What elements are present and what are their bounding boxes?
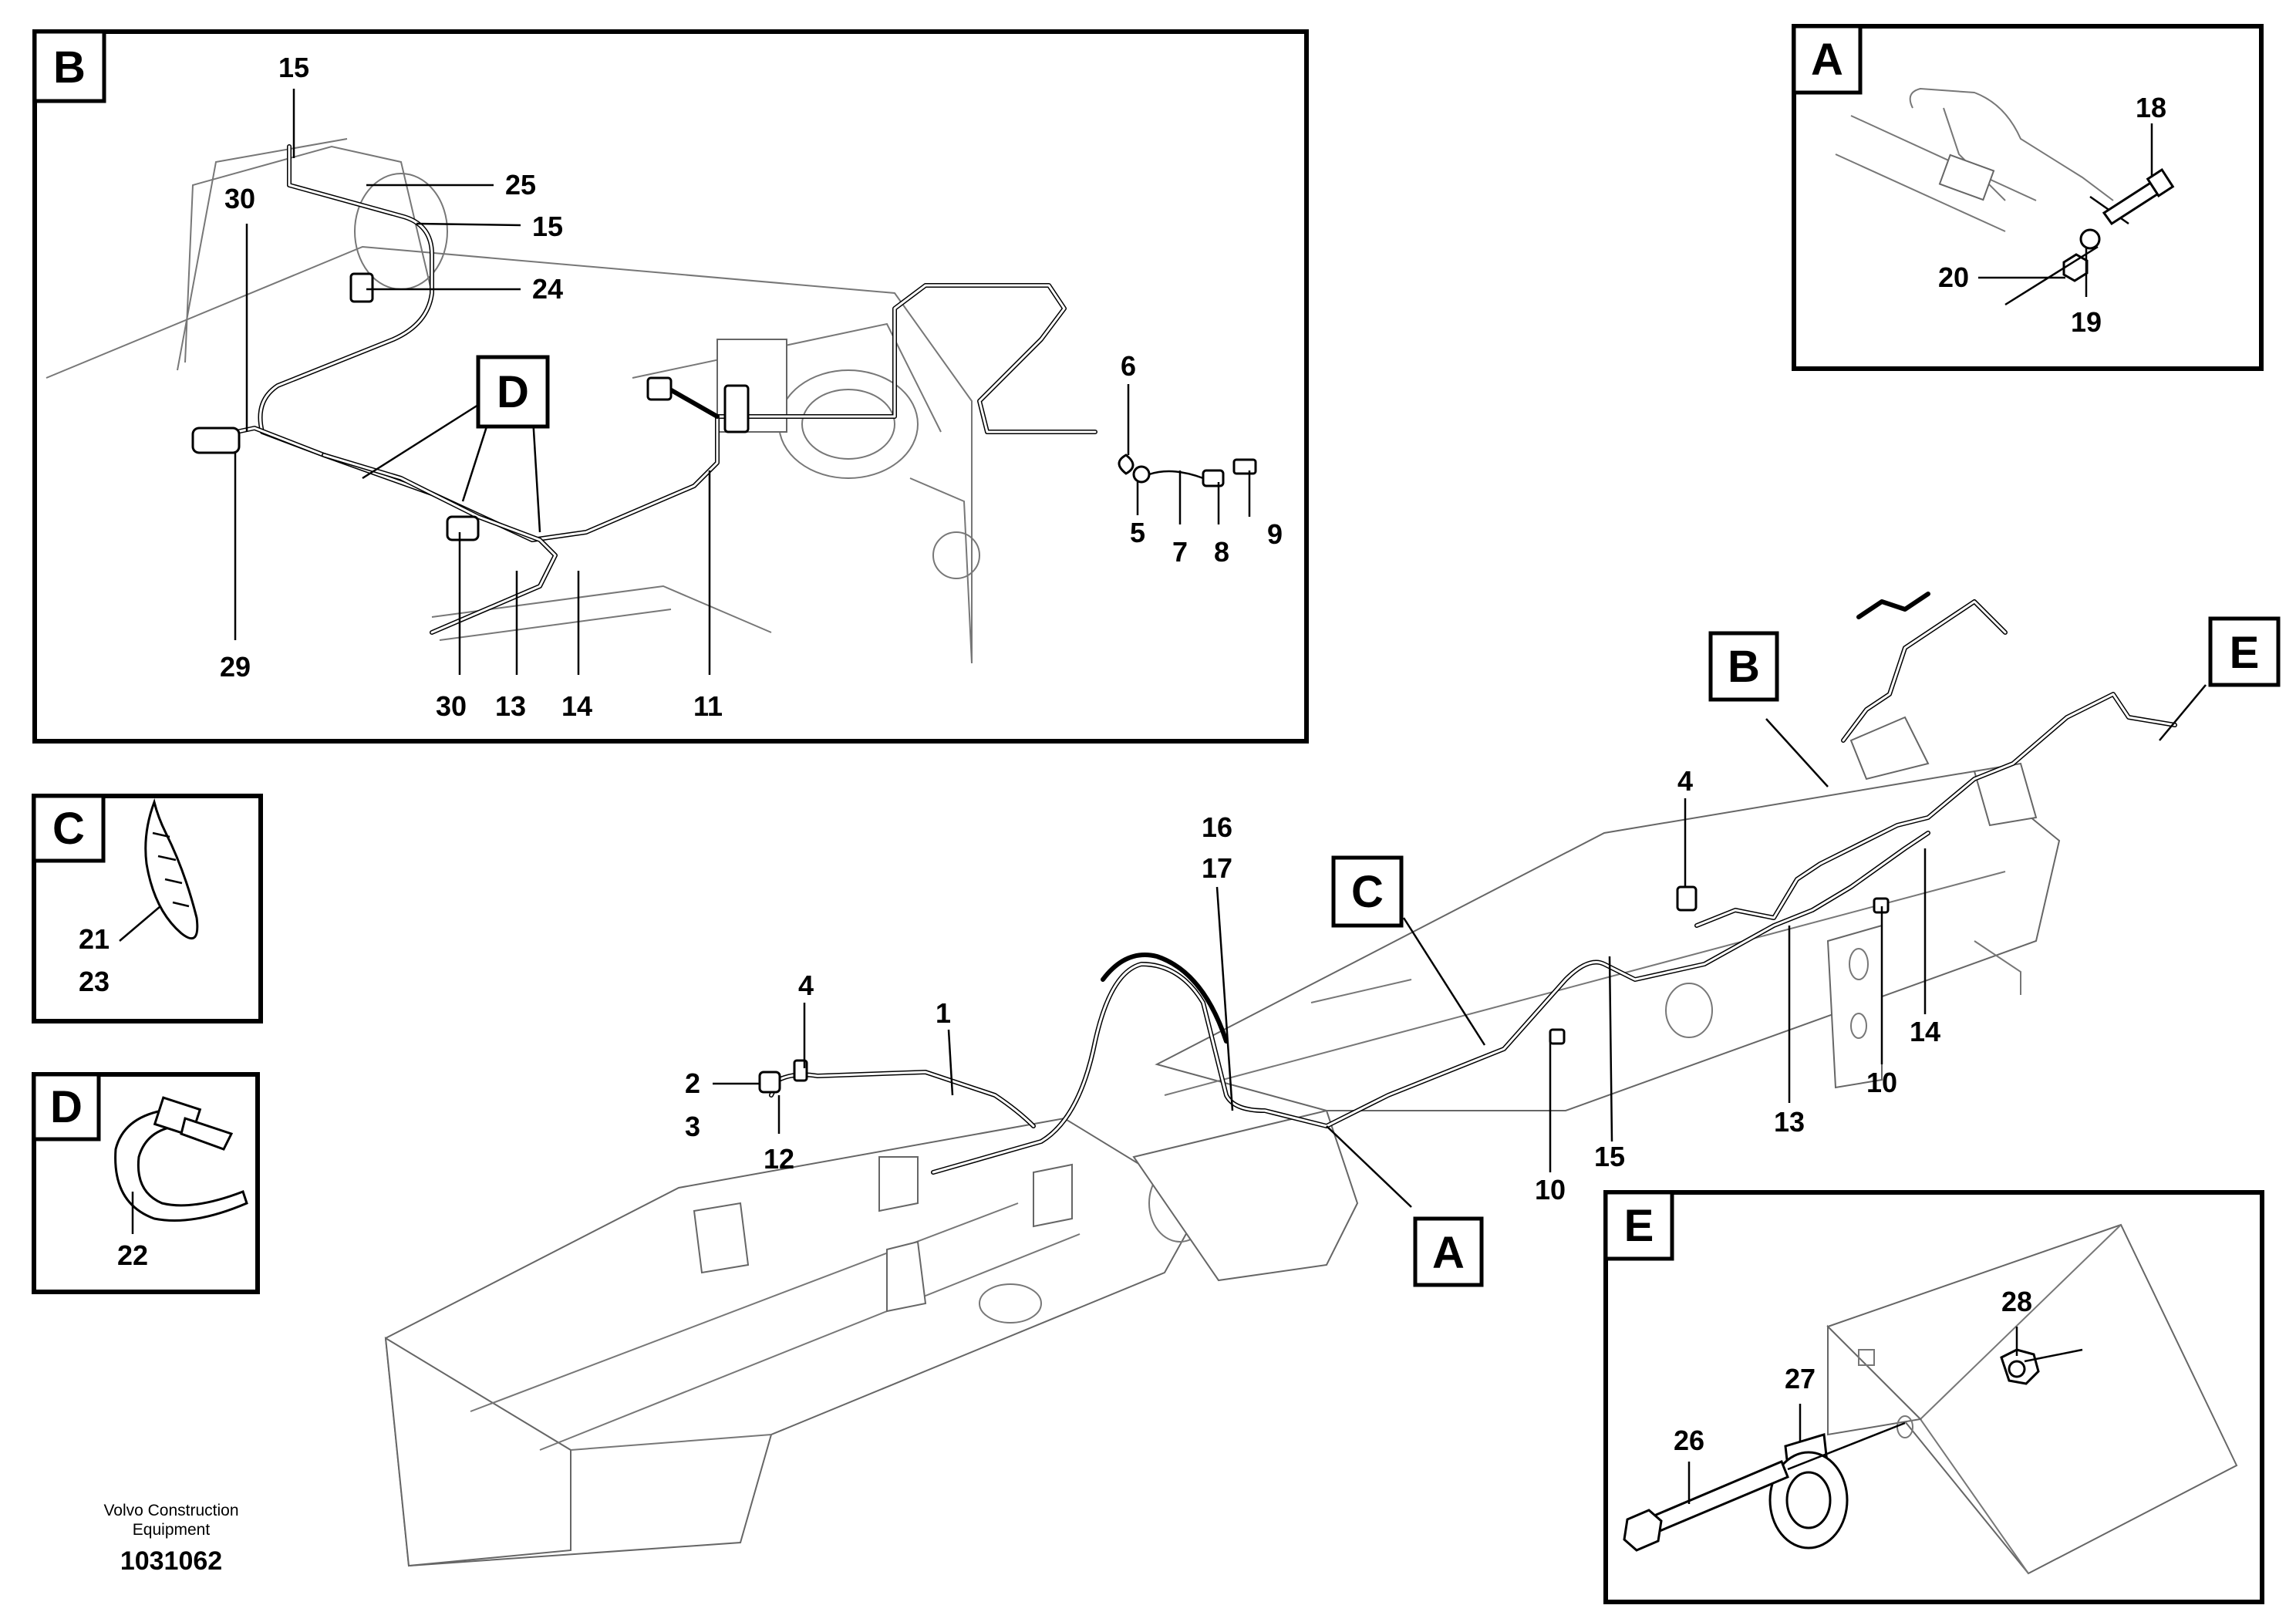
callout-a-18: 18	[2136, 92, 2166, 123]
callout-main-4-right: 4	[1677, 765, 1693, 797]
panel-b-harness	[191, 144, 1257, 635]
callout-e-26: 26	[1674, 1425, 1704, 1456]
main-leaders	[713, 684, 2207, 1208]
panel-c-letter: C	[52, 804, 85, 854]
main-tag-e-letter: E	[2230, 628, 2260, 678]
main-tag-c-letter: C	[1351, 867, 1384, 917]
callout-main-14: 14	[1910, 1016, 1940, 1047]
panel-e-frame-tag	[1603, 1190, 1674, 1261]
callout-main-10-left: 10	[1535, 1174, 1566, 1206]
panel-e-fasteners	[1623, 1348, 2083, 1552]
panel-b-detail-d-letter: D	[497, 367, 529, 417]
callout-b-15-right: 15	[532, 211, 563, 242]
callout-c-23: 23	[79, 966, 110, 997]
callout-main-13: 13	[1774, 1106, 1805, 1138]
callout-b-7: 7	[1172, 536, 1188, 568]
callout-b-14: 14	[561, 690, 592, 722]
panel-e-letter: E	[1624, 1201, 1654, 1251]
tag-a-pointer	[1326, 1125, 1412, 1208]
panel-d-frame-tag	[32, 1072, 101, 1141]
panel-b-detail-d-tag	[476, 355, 550, 429]
main-tag-c	[1331, 855, 1404, 928]
detail-panel-d: D 22	[32, 1072, 260, 1294]
main-tag-b-letter: B	[1728, 642, 1760, 692]
callout-main-3: 3	[685, 1111, 700, 1142]
main-harness	[758, 592, 2177, 1175]
credit-line-2: Equipment	[133, 1521, 211, 1539]
panel-a-frame-tag	[1792, 24, 1863, 95]
main-tag-e	[2208, 616, 2281, 687]
callout-main-17: 17	[1202, 852, 1232, 884]
main-tag-b	[1708, 631, 1779, 702]
footer: Volvo Construction Equipment 1031062	[103, 1502, 238, 1576]
callout-b-8: 8	[1214, 536, 1229, 568]
callout-main-4-left: 4	[798, 969, 814, 1001]
callout-main-16: 16	[1202, 811, 1232, 843]
callout-d-22: 22	[117, 1239, 148, 1271]
panel-c-frame-tag	[32, 794, 106, 863]
callout-main-10-right: 10	[1866, 1067, 1897, 1098]
callout-b-24: 24	[532, 273, 563, 305]
callout-a-19: 19	[2071, 306, 2102, 338]
panel-a-letter: A	[1811, 35, 1843, 85]
detail-panel-a: A 18 20 19	[1792, 24, 2264, 371]
callout-main-12: 12	[764, 1143, 794, 1175]
document-number: 1031062	[120, 1546, 222, 1576]
callout-main-15: 15	[1594, 1141, 1625, 1172]
callout-b-13: 13	[495, 690, 526, 722]
tag-e-pointer	[2159, 684, 2207, 741]
detail-panel-c: C 21 23	[32, 794, 263, 1023]
panel-a-sketch	[1835, 87, 2129, 232]
callout-e-28: 28	[2001, 1286, 2032, 1317]
panel-a-bolt	[2004, 168, 2175, 306]
detail-panel-e: E 28 27 26	[1603, 1190, 2264, 1604]
panel-e-leaders	[1687, 1327, 2018, 1504]
callout-main-1: 1	[936, 997, 951, 1029]
callout-b-9: 9	[1267, 518, 1283, 550]
callout-c-21: 21	[79, 923, 110, 955]
callout-b-30-top: 30	[224, 183, 255, 214]
panel-d-letter: D	[50, 1082, 83, 1132]
callout-b-25: 25	[505, 169, 536, 201]
tag-c-pointer	[1402, 917, 1486, 1046]
panel-b-frame-tag	[32, 29, 106, 103]
callout-b-11: 11	[693, 690, 723, 722]
main-assembly: C B E A 16 17 4 1 2 3 12 4 15 10 10 13 1…	[384, 592, 2281, 1567]
callout-b-6: 6	[1121, 350, 1136, 382]
cable-tie-icon	[144, 798, 199, 940]
callout-a-20: 20	[1938, 261, 1969, 293]
panel-a-leaders	[1978, 123, 2153, 297]
panel-b-leaders	[234, 89, 1251, 675]
main-tag-a	[1413, 1216, 1484, 1287]
panel-e-bracket-sketch	[1826, 1223, 2238, 1575]
strap-clamp-icon	[114, 1096, 248, 1222]
main-tag-a-letter: A	[1432, 1228, 1465, 1278]
detail-panel-b: B	[32, 29, 1309, 744]
callout-b-15-top: 15	[278, 52, 309, 83]
callout-b-29: 29	[220, 651, 251, 683]
callout-main-2: 2	[685, 1067, 700, 1099]
tag-b-pointer	[1765, 718, 1829, 787]
callout-e-27: 27	[1785, 1363, 1816, 1394]
panel-b-letter: B	[53, 42, 86, 93]
callout-b-30-bottom: 30	[436, 690, 467, 722]
callout-b-5: 5	[1130, 517, 1145, 548]
credit-line-1: Volvo Construction	[103, 1502, 238, 1519]
